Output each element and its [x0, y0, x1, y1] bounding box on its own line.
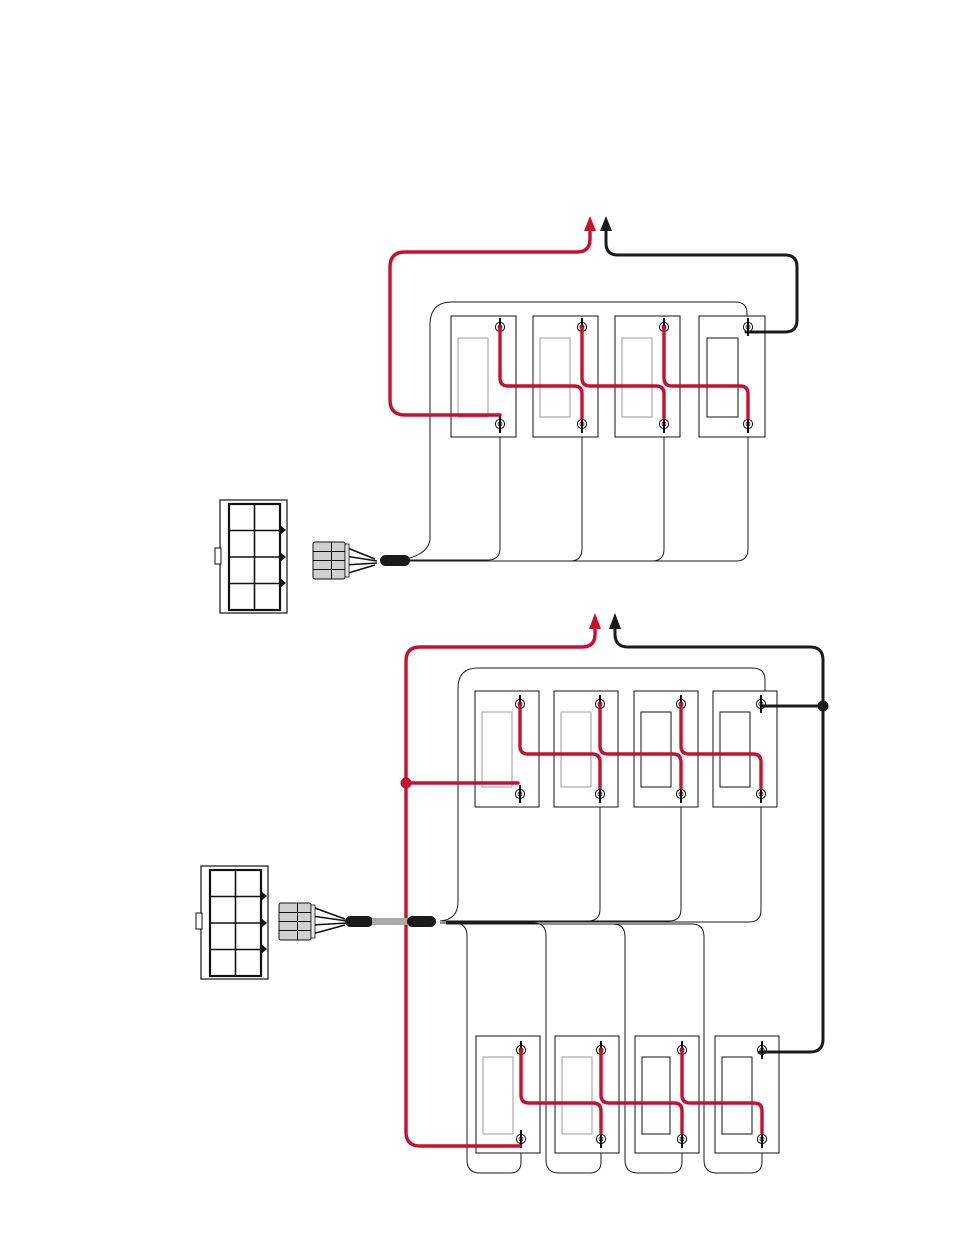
top-harness-plug — [313, 542, 410, 579]
bottom-lower-battery-1 — [476, 1036, 540, 1153]
top-battery-1 — [451, 316, 516, 437]
harness-wire — [404, 426, 582, 561]
bottom-lower-battery-2 — [555, 1036, 619, 1153]
harness-wire — [406, 426, 748, 561]
bottom-lower-battery-4 — [715, 1036, 779, 1153]
harness-wire — [405, 426, 664, 561]
arrow-up-icon — [584, 216, 596, 231]
bottom-upper-battery-1 — [475, 691, 539, 807]
arrow-up-icon — [589, 613, 601, 629]
diagram-top — [215, 216, 797, 613]
harness-wire — [402, 426, 500, 560]
bottom-upper-battery-3 — [634, 691, 698, 807]
harness-wire — [446, 796, 761, 922]
top-battery-2 — [533, 316, 598, 437]
diagram-bottom — [196, 613, 829, 1173]
cable-sheath — [407, 916, 436, 927]
bottom-lower-battery-3 — [635, 1036, 699, 1153]
bottom-connector-face — [196, 866, 268, 979]
bottom-upper-battery-4 — [713, 691, 777, 807]
top-battery-3 — [615, 316, 680, 437]
bottom-upper-battery-2 — [554, 691, 618, 807]
top-connector-face — [215, 500, 287, 613]
harness-wire — [444, 796, 681, 921]
cable-sheath-grey — [372, 918, 408, 925]
cable-sheath — [380, 555, 410, 566]
bottom-harness-plug — [279, 903, 436, 940]
top-battery-4 — [699, 316, 765, 437]
harness-wire — [442, 796, 600, 921]
arrow-up-icon — [600, 216, 612, 231]
junction-dot-icon — [818, 701, 829, 712]
junction-dot-icon — [401, 778, 412, 789]
arrow-up-icon — [609, 613, 621, 629]
cable-sheath — [345, 916, 373, 927]
